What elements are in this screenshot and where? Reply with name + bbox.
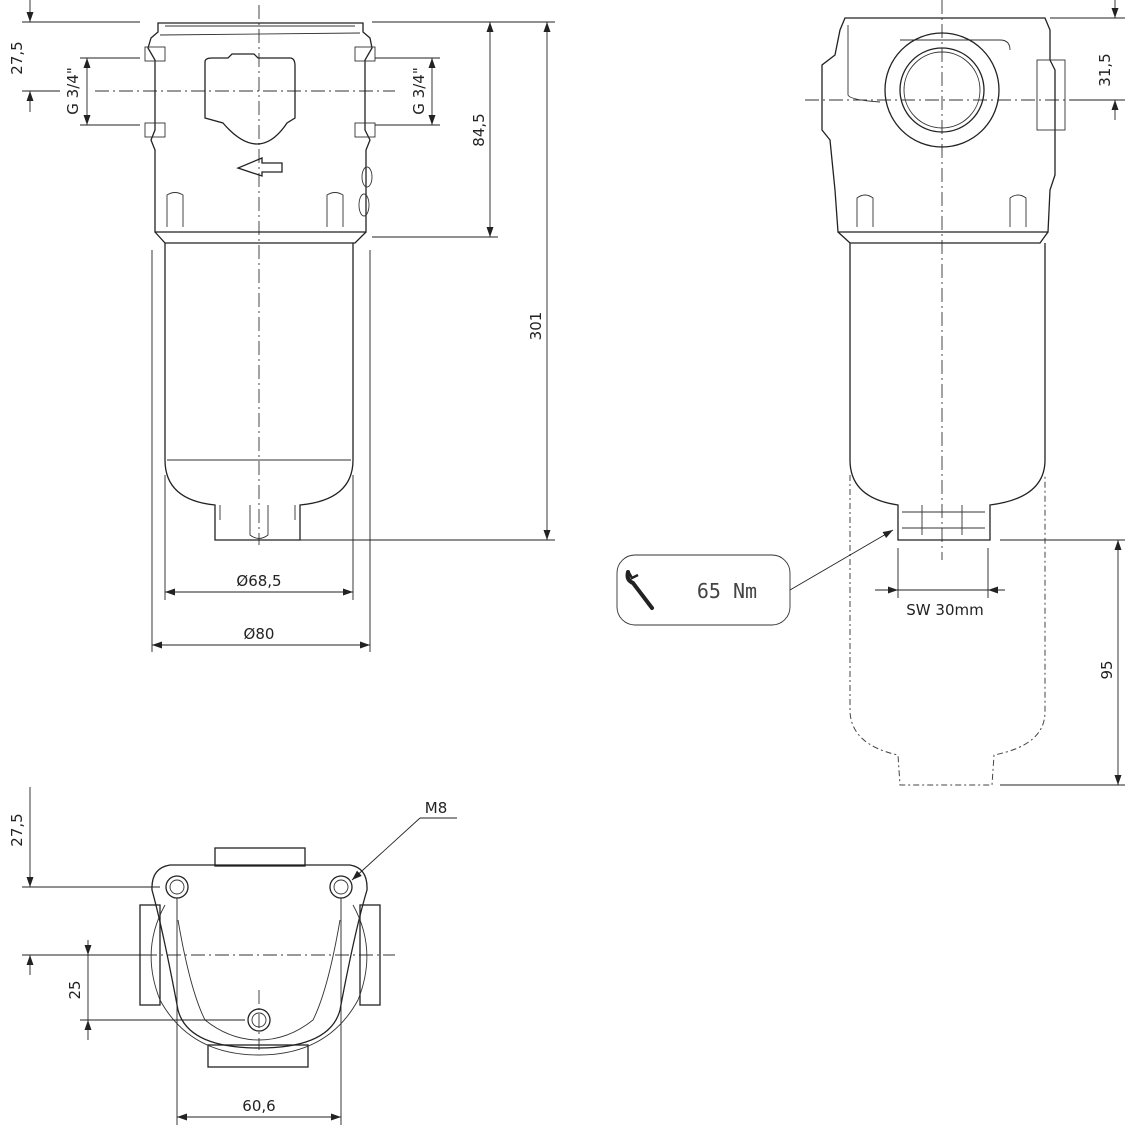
head-window: [204, 53, 296, 145]
port-right-section: [354, 46, 376, 62]
dim-60-6-label: 60,6: [242, 1097, 275, 1115]
dim-head-diameter-label: Ø80: [244, 625, 275, 643]
bottom-view: M8 27,5 25 60,6: [8, 787, 457, 1125]
port-outer-circle: [884, 32, 1000, 148]
side-view: 31,5 95 SW 30mm 65 Nm: [616, 0, 1125, 786]
dim-31-5-label: 31,5: [1096, 53, 1114, 86]
filter-bowl-side: [849, 243, 1046, 541]
flow-arrow-icon: [236, 157, 283, 177]
filter-head-side: [821, 17, 1056, 233]
bowl-removal-phantom: [849, 475, 1046, 786]
dim-95-label: 95: [1098, 660, 1116, 679]
dim-84-5-label: 84,5: [470, 113, 488, 146]
filter-head: [147, 22, 373, 233]
dim-25-label: 25: [66, 980, 84, 999]
port-left-section: [144, 46, 166, 62]
filter-bowl: [164, 243, 354, 541]
mounting-hole: [329, 875, 353, 899]
front-view: 27,5 G 3/4" G 3/4" 84,5 301 Ø68,5 Ø80: [8, 0, 555, 652]
wrench-icon: [625, 570, 654, 610]
dim-301-label: 301: [527, 312, 545, 341]
m8-thread-label: M8: [425, 799, 448, 817]
port-left-thread-label: G 3/4": [64, 67, 82, 114]
dim-bowl-diameter-label: Ø68,5: [236, 572, 281, 590]
wrench-size-label: SW 30mm: [906, 601, 983, 619]
dim-27-5-label: 27,5: [8, 41, 26, 74]
torque-value-label: 65 Nm: [697, 579, 757, 603]
dim-bottom-27-5-label: 27,5: [8, 813, 26, 846]
mounting-hole: [247, 1008, 271, 1032]
port-inner-circle: [899, 47, 985, 133]
mounting-plate: [151, 864, 368, 1049]
port-right-thread-label: G 3/4": [410, 67, 428, 114]
mounting-hole: [165, 875, 189, 899]
